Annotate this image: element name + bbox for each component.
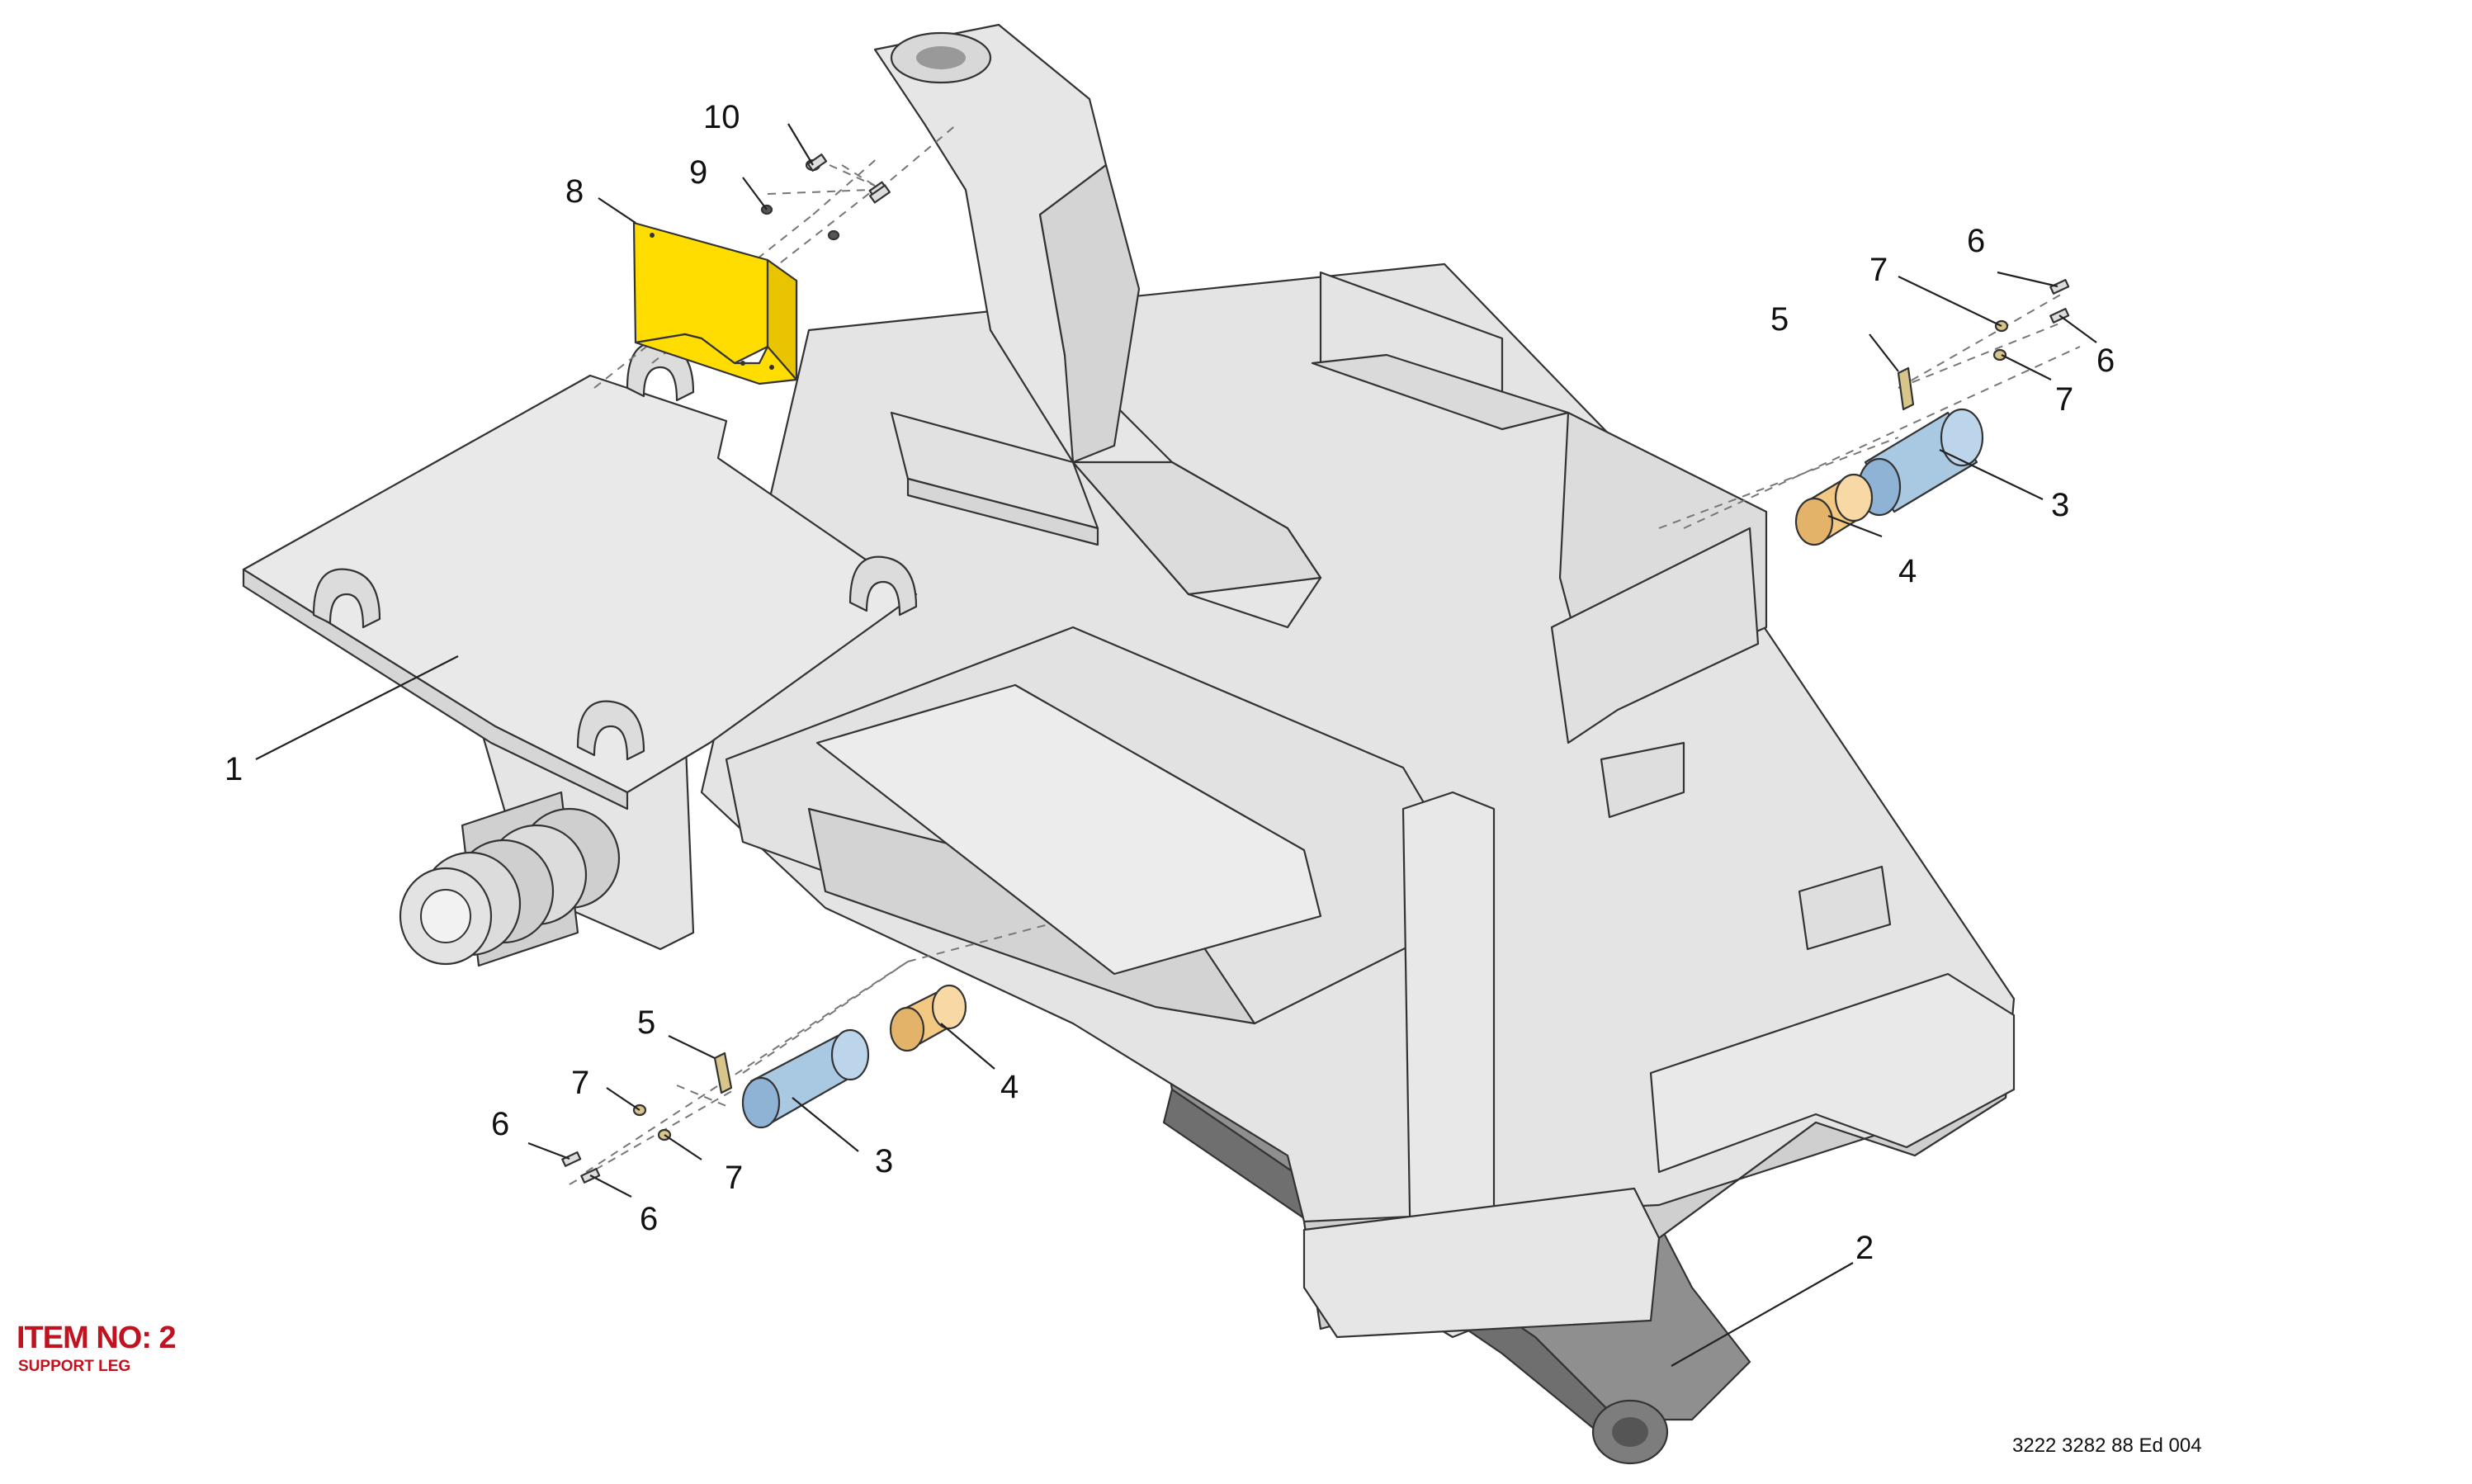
fastener-items-9-10 — [760, 154, 891, 241]
callout-4-upper: 4 — [1898, 553, 1917, 589]
callout-10: 10 — [703, 99, 740, 135]
callout-7-lower-a: 7 — [571, 1065, 589, 1101]
callout-7-lower-b: 7 — [725, 1160, 743, 1196]
leader-lines — [255, 123, 2097, 1367]
callout-8: 8 — [565, 173, 584, 210]
callout-6-lower-a: 6 — [491, 1106, 509, 1142]
callout-6-lower-b: 6 — [640, 1201, 658, 1237]
callout-1: 1 — [225, 751, 243, 787]
upper-right-pin-group — [1794, 279, 2070, 546]
upper-tower — [873, 23, 1322, 629]
callout-7-upper-b: 7 — [2055, 381, 2073, 418]
item-name-subtitle: SUPPORT LEG — [18, 1358, 131, 1375]
callout-3-upper: 3 — [2051, 487, 2069, 523]
callout-7-upper-a: 7 — [1869, 252, 1888, 288]
callout-6-upper-b: 6 — [2096, 343, 2115, 379]
callout-2: 2 — [1855, 1230, 1874, 1266]
callout-5-upper: 5 — [1770, 301, 1789, 338]
callout-6-upper-a: 6 — [1967, 223, 1985, 259]
callout-5-lower: 5 — [637, 1004, 655, 1041]
frame-assembly — [700, 262, 2016, 1339]
lower-left-pin-group — [561, 984, 967, 1184]
callout-3-lower: 3 — [875, 1143, 893, 1179]
item-number-title: ITEM NO: 2 — [17, 1321, 177, 1355]
callout-4-lower: 4 — [1000, 1069, 1019, 1105]
cover-item-8 — [632, 221, 798, 385]
document-id: 3222 3282 88 Ed 004 — [2012, 1434, 2202, 1457]
callout-9: 9 — [689, 154, 707, 191]
platform-plate-item-1 — [242, 341, 918, 811]
callout-labels: 1 2 3 3 4 4 5 5 6 6 6 6 7 7 7 7 8 9 10 — [225, 99, 2115, 1266]
